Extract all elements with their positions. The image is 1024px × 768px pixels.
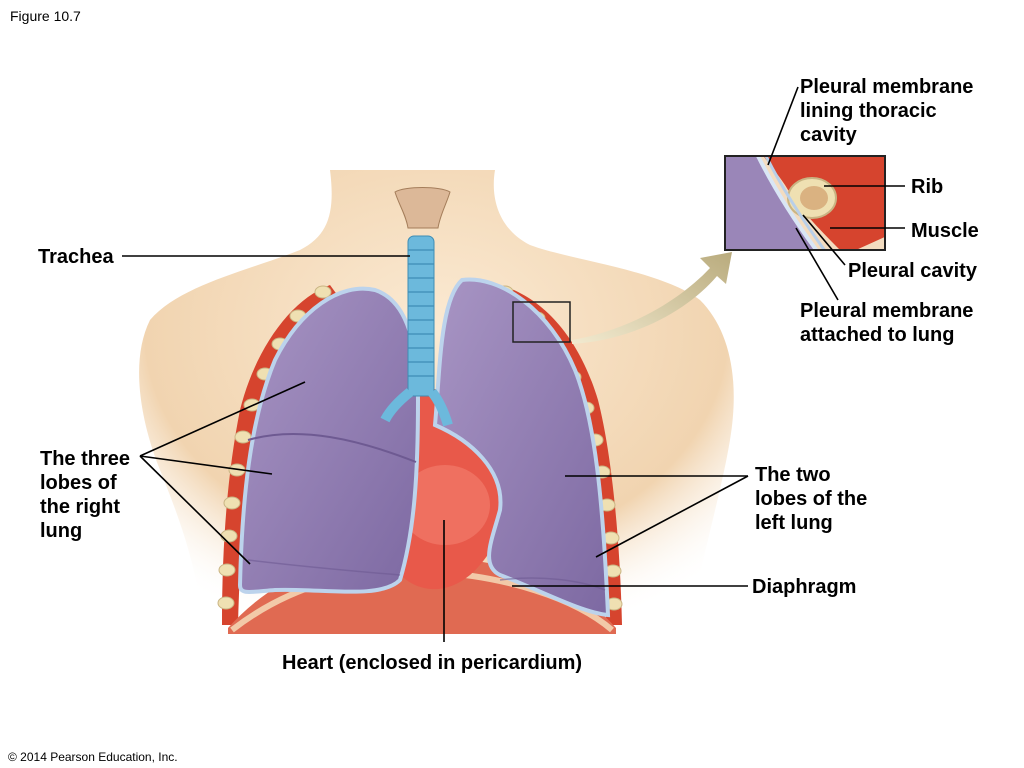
- label-rib: Rib: [911, 176, 944, 198]
- label-pleural-membrane-thoracic: Pleural membrane lining thoracic cavity: [800, 76, 974, 146]
- pleura-inset: [724, 155, 886, 251]
- label-pleural-cavity: Pleural cavity: [848, 260, 977, 282]
- label-trachea: Trachea: [38, 246, 114, 268]
- label-muscle: Muscle: [911, 220, 979, 242]
- zoom-arrow: [572, 252, 732, 344]
- label-heart: Heart (enclosed in pericardium): [282, 652, 583, 674]
- trachea-rings: [408, 249, 434, 377]
- label-diaphragm: Diaphragm: [752, 576, 857, 598]
- left-lung: [432, 277, 611, 618]
- right-lung: [237, 286, 421, 594]
- copyright-notice: © 2014 Pearson Education, Inc.: [8, 750, 178, 764]
- label-right-lung-lobes: The three lobes of the right lung: [40, 448, 131, 542]
- trachea: [407, 235, 435, 397]
- zoom-region-box: [512, 301, 571, 343]
- figure-number: Figure 10.7: [10, 8, 81, 24]
- label-pleural-membrane-lung: Pleural membrane attached to lung: [800, 300, 974, 346]
- label-left-lung-lobes: The two lobes of the left lung: [755, 464, 868, 534]
- leader-lines: [122, 86, 905, 642]
- larynx: [394, 187, 451, 229]
